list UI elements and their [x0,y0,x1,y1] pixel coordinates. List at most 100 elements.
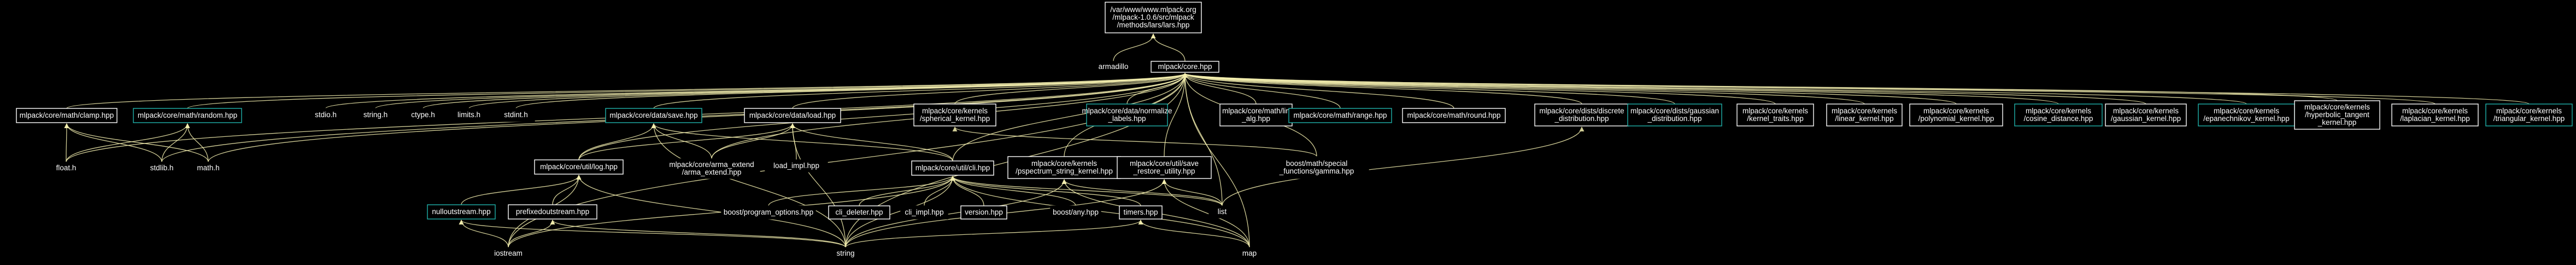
edge-log-to-nulloutstream [461,175,582,205]
node-box-discrete [1534,103,1629,126]
node-label-pspectrum-1: /pspectrum_string_kernel.hpp [1016,167,1113,175]
node-label-string_h-0: string.h [363,111,388,119]
node-random[interactable]: mlpack/core/math/random.hpp [133,108,242,123]
edge-core-to-save [653,73,1188,109]
node-label-gaussian_dist-0: mlpack/core/dists/gaussian [1630,107,1719,115]
node-label-laplacian-1: /laplacian_kernel.hpp [2400,114,2470,123]
edge-cli-to-cli_deleter [859,176,955,206]
edge-load-to-log [578,123,795,160]
node-label-discrete-1: _distribution.hpp [1554,114,1609,123]
node-cli[interactable]: mlpack/core/util/cli.hpp [911,160,994,176]
node-laplacian[interactable]: mlpack/core/kernels/laplacian_kernel.hpp [2391,103,2479,126]
node-spherical[interactable]: mlpack/core/kernels/spherical_kernel.hpp [913,103,996,126]
node-arma_extend: mlpack/core/arma_extend/arma_extend.hpp [663,158,760,179]
node-box-save [605,108,702,123]
node-box-triangular [2485,103,2573,126]
node-label-stdio-0: stdio.h [315,111,337,119]
node-save_restore[interactable]: mlpack/core/util/save_restore_utility.hp… [1117,156,1212,179]
node-timers[interactable]: timers.hpp [1119,205,1163,220]
node-polynomial[interactable]: mlpack/core/kernels/polynomial_kernel.hp… [1909,103,2003,126]
node-hyperbolic[interactable]: mlpack/core/kernels/hyperbolic_tangent_k… [2294,100,2380,130]
node-box-boost_any [1050,205,1101,220]
node-label-polynomial-1: /polynomial_kernel.hpp [1918,114,1994,123]
node-label-random-0: mlpack/core/math/random.hpp [138,111,237,119]
node-stdio: stdio.h [309,108,343,122]
node-box-clamp [16,108,118,123]
node-label-spherical-0: mlpack/core/kernels [922,107,988,115]
node-map: map [1236,247,1263,260]
node-box-prefixedoutstream [508,204,597,220]
node-float: float.h [52,162,80,175]
edge-core-to-random [187,73,1188,109]
edge-nulloutstream-to-string [459,220,846,248]
node-stdint: stdint.h [497,108,535,122]
node-label-linear-1: /linear_kernel.hpp [1835,114,1893,123]
node-box-gamma [1264,156,1369,179]
node-nulloutstream[interactable]: nulloutstream.hpp [427,204,496,220]
edge-random-to-stdlib [161,123,190,163]
node-label-epanechnikov-1: /epanechnikov_kernel.hpp [2203,114,2290,123]
node-cosine[interactable]: mlpack/core/kernels/cosine_distance.hpp [2014,103,2103,126]
node-gaussian_k[interactable]: mlpack/core/kernels/gaussian_kernel.hpp [2105,103,2187,126]
node-label-cosine-0: mlpack/core/kernels [2026,107,2091,115]
node-kernel_traits[interactable]: mlpack/core/kernels/kernel_traits.hpp [1736,103,1814,126]
node-prefixedoutstream[interactable]: prefixedoutstream.hpp [508,204,597,220]
node-label-linear-0: mlpack/core/kernels [1832,107,1897,115]
edge-clamp-to-stdlib [64,123,162,163]
node-box-polynomial [1909,103,2003,126]
node-box-nulloutstream [427,204,496,220]
node-range[interactable]: mlpack/core/math/range.hpp [1288,108,1392,123]
node-core[interactable]: mlpack/core.hpp [1151,61,1219,73]
edge-nulloutstream-to-iostream [459,220,509,248]
node-box-string [830,247,861,260]
edge-core-to-spherical [954,73,1188,105]
edge-core-to-kernel_traits [1182,73,1776,105]
edge-core-to-discrete [1182,73,1582,105]
node-box-math [193,162,224,175]
node-lin_alg[interactable]: mlpack/core/math/lin_alg.hpp [1219,103,1293,126]
node-box-round [1402,108,1506,123]
node-label-map-0: map [1242,249,1257,257]
node-clamp[interactable]: mlpack/core/math/clamp.hpp [16,108,118,123]
node-round[interactable]: mlpack/core/math/round.hpp [1402,108,1506,123]
node-box-stdint [497,108,535,122]
node-box-load_impl [765,159,828,172]
node-box-limits [451,108,487,122]
node-label-prefixedoutstream-0: prefixedoutstream.hpp [516,208,589,216]
node-label-core-0: mlpack/core.hpp [1158,62,1212,71]
node-gaussian_dist[interactable]: mlpack/core/dists/gaussian_distribution.… [1627,103,1722,126]
edge-save-to-string [651,123,846,248]
edge-cli-to-boost_any [950,176,1076,206]
node-label-hyperbolic-2: _kernel.hpp [2317,118,2357,126]
node-discrete[interactable]: mlpack/core/dists/discrete_distribution.… [1534,103,1629,126]
node-cli_deleter[interactable]: cli_deleter.hpp [828,205,890,220]
node-log[interactable]: mlpack/core/util/log.hpp [534,159,624,175]
edge-cli-to-string [845,176,955,248]
edge-save-to-arma_extend [651,123,712,159]
node-box-lin_alg [1219,103,1293,126]
node-box-save_restore [1117,156,1212,179]
node-normalize[interactable]: mlpack/core/data/normalize_labels.hpp [1082,103,1172,126]
edge-cli-to-list [950,176,1223,206]
node-label-spherical-1: /spherical_kernel.hpp [920,114,990,123]
node-root[interactable]: /var/www/www.mlpack.org/mlpack-1.0.6/src… [1105,2,1202,33]
node-label-lin_alg-0: mlpack/core/math/lin [1222,107,1290,115]
node-pspectrum[interactable]: mlpack/core/kernels/pspectrum_string_ker… [1007,156,1121,179]
node-box-cosine [2014,103,2103,126]
node-save[interactable]: mlpack/core/data/save.hpp [605,108,702,123]
node-box-hyperbolic [2294,100,2380,130]
node-epanechnikov[interactable]: mlpack/core/kernels/epanechnikov_kernel.… [2198,103,2295,126]
edge-core-to-stdint [515,73,1188,109]
edge-core-to-lin_alg [1182,73,1257,105]
node-triangular[interactable]: mlpack/core/kernels/triangular_kernel.hp… [2485,103,2573,126]
node-linear[interactable]: mlpack/core/kernels/linear_kernel.hpp [1826,103,1903,126]
node-program_options: boost/program_options.hpp [721,205,816,220]
node-box-stdio [309,108,343,122]
edge-core-to-triangular [1183,73,2530,105]
node-version[interactable]: version.hpp [960,205,1007,220]
node-label-pspectrum-0: mlpack/core/kernels [1031,159,1097,168]
edge-discrete-to-list [1222,126,1585,206]
node-label-gaussian_k-0: mlpack/core/kernels [2113,107,2179,115]
node-label-ctype-0: ctype.h [411,111,435,119]
node-load[interactable]: mlpack/core/data/load.hpp [744,108,841,123]
